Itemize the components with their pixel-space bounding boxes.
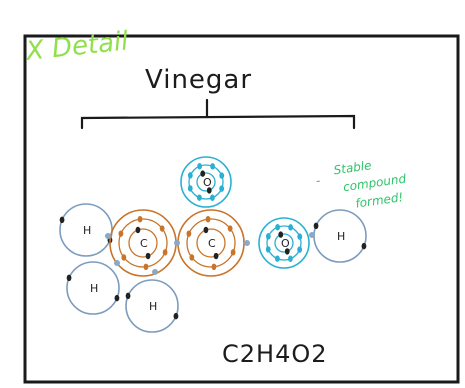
hydrogen-atom-3: H [125, 279, 179, 333]
electron-shell [258, 217, 310, 269]
electron [211, 263, 217, 271]
electron [187, 185, 193, 192]
nucleus-label: O [203, 176, 212, 189]
nucleus-label: H [90, 282, 98, 295]
electron [118, 230, 124, 237]
electron [210, 163, 216, 170]
electron-shell [274, 233, 294, 253]
electron [219, 185, 225, 192]
bond-point [309, 232, 315, 238]
electron [187, 172, 193, 179]
electron [313, 222, 319, 230]
electron [143, 263, 149, 271]
electron [361, 242, 367, 250]
annotation-line-3: formed! [355, 190, 404, 211]
electron [114, 294, 120, 302]
chemical-formula: C2H4O2 [222, 340, 328, 368]
nucleus-label: C [140, 237, 148, 250]
electron-shell [128, 228, 158, 258]
electron [213, 252, 219, 260]
hydrogen-atom-2: H [66, 261, 120, 315]
electron [125, 292, 131, 300]
hydrogen-atom-1: H [59, 203, 113, 257]
molecule-bracket [80, 98, 356, 130]
electron [135, 226, 141, 234]
electron [196, 194, 202, 201]
electron [278, 231, 284, 238]
electron [274, 255, 280, 262]
nucleus-label: H [83, 224, 91, 237]
electron [159, 225, 165, 232]
electron-shell [266, 225, 302, 261]
bond-point [105, 233, 111, 239]
bond-point [244, 240, 250, 246]
electron [197, 163, 203, 170]
electron [230, 249, 236, 256]
electron [275, 224, 281, 231]
electron [209, 194, 215, 201]
electron [297, 246, 303, 253]
oxygen-atom-2: O [258, 217, 310, 269]
electron [59, 216, 65, 224]
electron [297, 233, 303, 240]
nucleus-label: H [149, 300, 157, 313]
electron-shell [118, 218, 168, 268]
electron-shell [66, 261, 120, 315]
electron [288, 224, 294, 231]
electron-shell [180, 156, 232, 208]
title: Vinegar [145, 65, 252, 95]
electron [287, 255, 293, 262]
bond-point [114, 260, 120, 266]
electron-shell [196, 172, 216, 192]
electron [265, 246, 271, 253]
electron [162, 249, 168, 256]
electron [121, 254, 127, 261]
bond-point [174, 240, 180, 246]
electron [66, 274, 72, 282]
electron-shell [188, 164, 224, 200]
carbon-atom-2: C [177, 209, 245, 277]
electron [219, 172, 225, 179]
electron-shell [186, 218, 236, 268]
electron [189, 254, 195, 261]
electron [205, 215, 211, 223]
electron [203, 226, 209, 234]
annotation-note: - Stable compound formed! [315, 158, 407, 211]
electron [206, 187, 212, 194]
bond-point [152, 269, 158, 275]
annotation-line-1: Stable [333, 158, 373, 177]
electron-shell [125, 279, 179, 333]
electron [227, 225, 233, 232]
electron [145, 252, 151, 260]
electron [137, 215, 143, 223]
electron [200, 170, 206, 177]
electron [284, 248, 290, 255]
atoms-layer: H H H C C O O H [59, 156, 367, 333]
hydrogen-atom-4: H [313, 209, 367, 263]
oxygen-atom-1: O [180, 156, 232, 208]
nucleus-label: H [337, 230, 345, 243]
electron [186, 230, 192, 237]
drawing-frame [23, 34, 460, 384]
nucleus-label: O [281, 237, 290, 250]
electron-shell [196, 228, 226, 258]
electron [173, 312, 179, 320]
annotation-dash: - [315, 173, 321, 187]
electron [265, 233, 271, 240]
carbon-atom-1: C [109, 209, 177, 277]
corner-note: X Detail [23, 26, 131, 67]
nucleus-label: C [208, 237, 216, 250]
